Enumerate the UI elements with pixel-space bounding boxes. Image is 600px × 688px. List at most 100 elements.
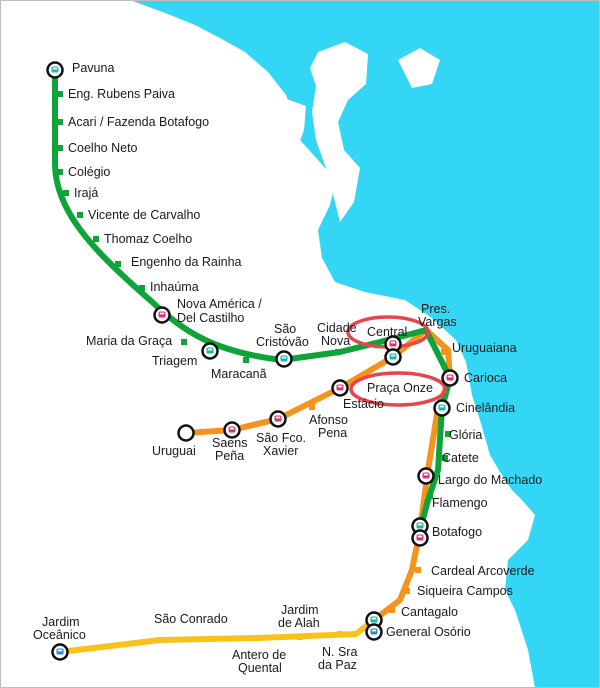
station-symbol-largo-do-machado <box>417 467 435 485</box>
island-small <box>398 48 440 88</box>
label-vicente-de-carvalho: Vicente de Carvalho <box>88 208 200 222</box>
label-nova-america-2: Del Castilho <box>177 311 244 325</box>
label-inhauma: Inhaúma <box>150 280 199 294</box>
label-central: Central <box>367 325 407 339</box>
station-labels: Pavuna Eng. Rubens Paiva Acari / Fazenda… <box>33 61 542 675</box>
guanabara-bay <box>130 0 600 688</box>
station-tick <box>309 404 315 410</box>
island-ilha-do-governador <box>310 42 368 222</box>
station-symbol-carioca <box>441 369 459 387</box>
label-flamengo: Flamengo <box>432 496 488 510</box>
label-largo-do-machado: Largo do Machado <box>438 473 542 487</box>
label-catete: Catete <box>442 451 479 465</box>
green-line <box>52 67 429 363</box>
label-n-sra-da-paz-1: N. Sra <box>322 645 357 659</box>
label-jardim-de-alah-1: Jardim <box>281 603 319 617</box>
label-maria-da-graca: Maria da Graça <box>86 334 172 348</box>
station-symbol-triagem <box>201 342 219 360</box>
station-symbol-botafogo-a <box>411 517 429 535</box>
label-colegio: Colégio <box>68 165 110 179</box>
station-symbol-sao-fco-xavier <box>269 410 287 428</box>
label-coelho-neto: Coelho Neto <box>68 141 138 155</box>
label-estacio: Estácio <box>343 397 384 411</box>
label-sao-cristovao-2: Cristóvão <box>256 335 309 349</box>
label-general-osorio: General Osório <box>386 625 471 639</box>
label-afonso-pena-2: Pena <box>318 426 347 440</box>
label-siqueira-campos: Siqueira Campos <box>417 584 513 598</box>
label-pres-vargas-1: Pres. <box>421 302 450 316</box>
label-uruguaiana: Uruguaiana <box>452 341 517 355</box>
station-tick <box>115 261 121 267</box>
station-tick <box>93 236 99 242</box>
station-tick <box>445 431 451 437</box>
station-symbol-botafogo-b <box>411 529 429 547</box>
label-botafogo: Botafogo <box>432 525 482 539</box>
label-nova-america-1: Nova América / <box>177 297 262 311</box>
station-tick <box>57 91 63 97</box>
label-gloria: Glória <box>449 428 482 442</box>
station-symbol-general-osorio-b <box>365 623 383 641</box>
label-jardim-oceanico-1: Jardim <box>42 615 80 629</box>
label-acari: Acari / Fazenda Botafogo <box>68 115 209 129</box>
label-cantagalo: Cantagalo <box>401 605 458 619</box>
station-tick <box>77 212 83 218</box>
label-n-sra-da-paz-2: da Paz <box>318 658 357 672</box>
label-sao-fco-xavier-2: Xavier <box>263 444 298 458</box>
station-tick <box>157 637 163 643</box>
label-cidade-nova-2: Nova <box>321 334 350 348</box>
station-tick <box>441 349 447 355</box>
label-cardeal-arcoverde: Cardeal Arcoverde <box>431 564 535 578</box>
label-afonso-pena-1: Afonso <box>309 413 348 427</box>
label-sao-fco-xavier-1: São Fco. <box>256 431 306 445</box>
station-tick <box>297 634 303 640</box>
station-symbol-nova-america <box>153 306 171 324</box>
station-symbol-jardim-oceanico <box>51 643 69 661</box>
station-ticks <box>57 91 451 643</box>
label-carioca: Carioca <box>464 371 507 385</box>
station-tick <box>404 588 410 594</box>
station-tick <box>337 631 343 637</box>
label-uruguai: Uruguai <box>152 444 196 458</box>
orange-line <box>183 327 453 623</box>
station-symbol-sao-cristovao <box>275 350 293 368</box>
station-tick <box>181 339 187 345</box>
label-jardim-de-alah-2: de Alah <box>278 616 320 630</box>
label-saens-pena-2: Peña <box>215 449 244 463</box>
station-symbol-estacio <box>331 379 349 397</box>
green-line-south <box>417 327 453 533</box>
label-praca-onze: Praça Onze <box>367 381 433 395</box>
highlight-ring-praca-onze <box>349 371 447 407</box>
label-sao-cristovao-1: São <box>274 322 296 336</box>
station-tick <box>57 145 63 151</box>
station-symbol-uruguai <box>177 424 195 442</box>
label-saens-pena-1: Saens <box>212 436 247 450</box>
station-tick <box>255 635 261 641</box>
station-symbols <box>46 61 459 661</box>
station-symbol-central-b <box>384 348 402 366</box>
label-engenho-da-rainha: Engenho da Rainha <box>131 255 242 269</box>
label-pavuna: Pavuna <box>72 61 114 75</box>
station-tick <box>139 285 145 291</box>
label-cinelandia: Cinelândia <box>456 401 515 415</box>
station-tick <box>389 607 395 613</box>
station-symbol-cinelandia <box>433 399 451 417</box>
label-iraja: Irajá <box>74 186 98 200</box>
station-tick <box>427 493 433 499</box>
label-pres-vargas-2: Vargas <box>418 315 457 329</box>
label-maracana: Maracanã <box>211 367 267 381</box>
station-symbol-saens-pena <box>223 421 241 439</box>
label-thomaz-coelho: Thomaz Coelho <box>104 232 192 246</box>
station-tick <box>57 119 63 125</box>
label-cidade-nova-1: Cidade <box>317 321 357 335</box>
bay-water <box>130 0 600 688</box>
island-fundao <box>270 98 306 182</box>
station-tick <box>415 567 421 573</box>
station-tick <box>63 190 69 196</box>
station-tick <box>57 169 63 175</box>
label-sao-conrado: São Conrado <box>154 612 228 626</box>
station-tick <box>442 455 448 461</box>
station-tick <box>243 357 249 363</box>
label-triagem: Triagem <box>152 354 197 368</box>
label-antero-de-quental-2: Quental <box>238 661 282 675</box>
